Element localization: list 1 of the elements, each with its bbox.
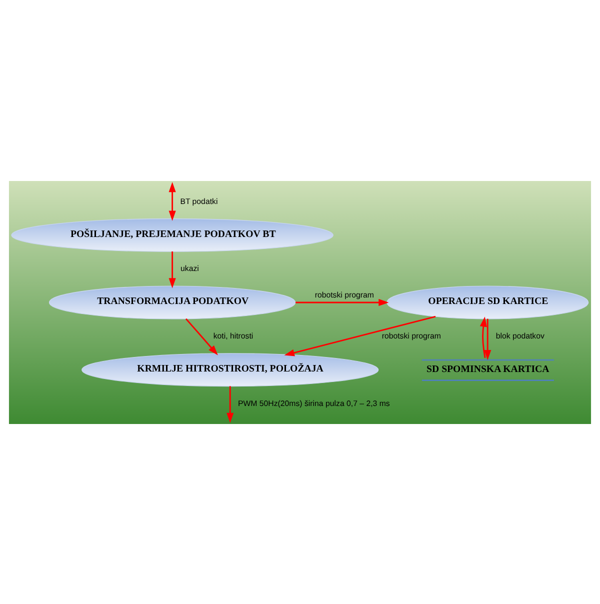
- node-text: SD SPOMINSKA KARTICA: [426, 363, 550, 374]
